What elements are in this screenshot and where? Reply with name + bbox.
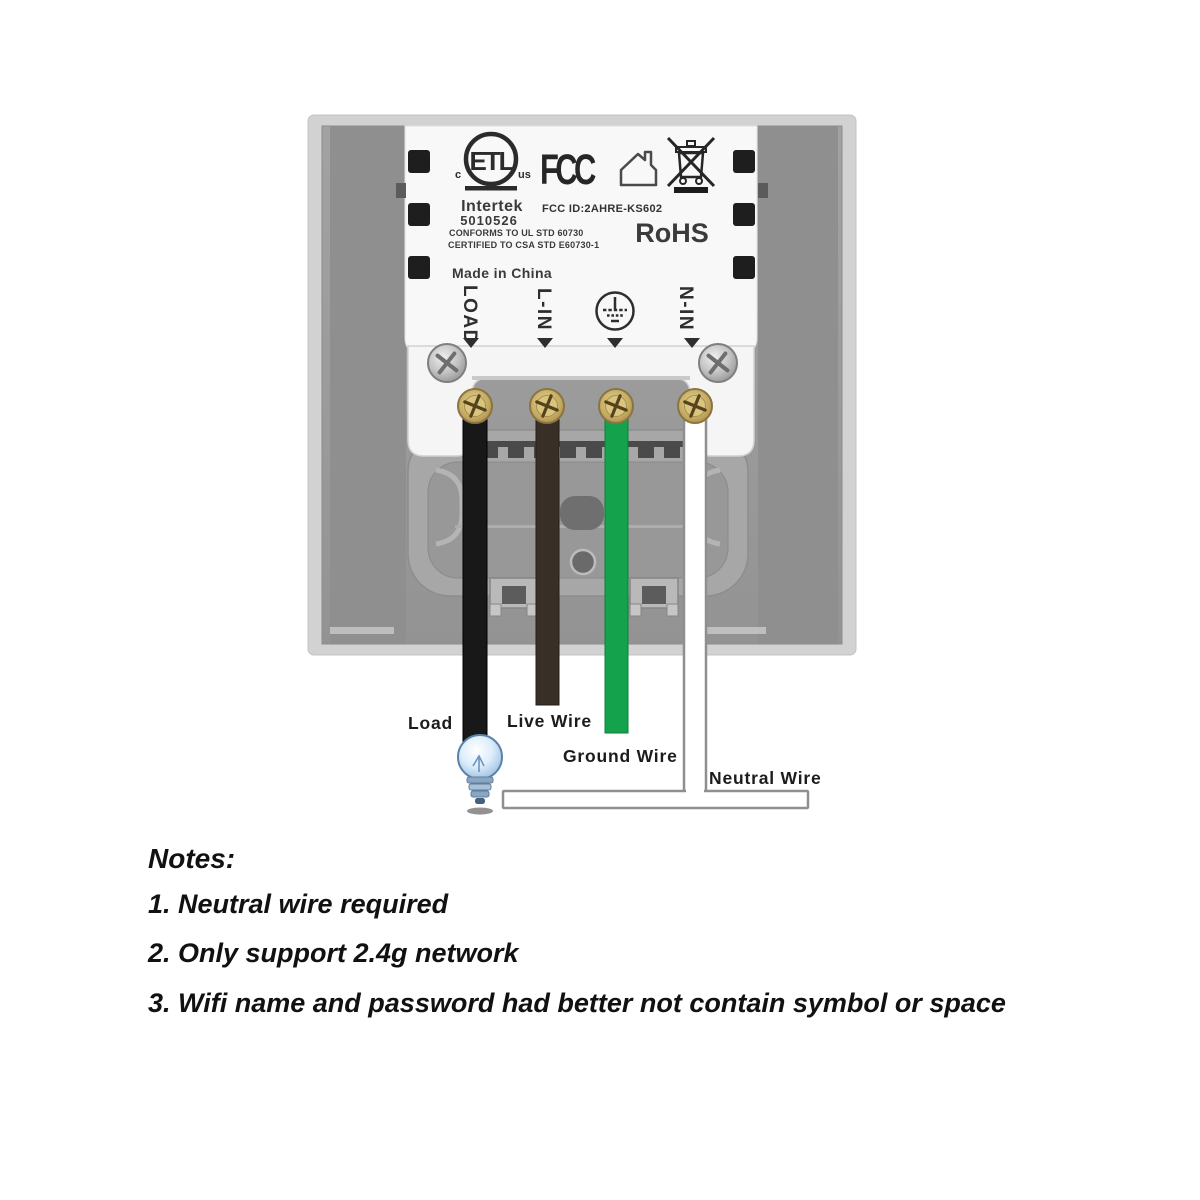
mounting-rail-right	[758, 126, 838, 644]
terminal-label-n-in: N-IN	[675, 286, 696, 331]
plate-highlight-left	[330, 627, 394, 634]
notes-section: Notes: 1. Neutral wire required 2. Only …	[147, 843, 1006, 1018]
module-slot	[408, 203, 430, 226]
terminal-arrow	[463, 338, 479, 348]
terminal-arrow	[537, 338, 553, 348]
bulb-filament	[472, 754, 485, 772]
rail-notch-right	[758, 183, 768, 198]
mounting-rail-left	[330, 126, 406, 644]
wires	[462, 400, 810, 810]
etl-underline	[465, 186, 517, 191]
module-slot	[733, 203, 755, 226]
conformity-line-2: CERTIFIED TO CSA STD E60730-1	[448, 240, 599, 250]
weee-crossed-bin-icon	[666, 136, 716, 193]
plate-highlight-right	[702, 627, 766, 634]
fcc-mark-icon: FCC	[540, 145, 596, 193]
etl-us-label: us	[518, 169, 531, 181]
wire-labels: Load Live Wire Ground Wire Neutral Wire	[408, 711, 822, 788]
terminal-labels: LOAD L-IN N-IN	[459, 285, 700, 348]
body-sculpt-left	[435, 467, 465, 547]
bulb-base-tip	[475, 798, 485, 804]
intertek-label: Intertek	[461, 198, 523, 215]
etl-mark-icon: ETL c us	[455, 131, 531, 191]
module-slot	[733, 256, 755, 279]
bulb-base-ridge	[466, 776, 494, 784]
label-live-wire: Live Wire	[507, 711, 592, 731]
flange-shadow	[472, 376, 690, 380]
terminal-screws	[457, 388, 713, 424]
conformity-line-1: CONFORMS TO UL STD 60730	[449, 228, 584, 238]
rohs-label: RoHS	[635, 218, 709, 248]
module-slot	[408, 256, 430, 279]
terminal-screw	[598, 388, 634, 424]
module-lower-body	[407, 429, 749, 617]
terminal-arrow	[684, 338, 700, 348]
terminal-label-l-in: L-IN	[533, 288, 554, 331]
earth-ground-icon	[595, 291, 635, 331]
light-bulb-icon	[457, 734, 503, 815]
label-ground-wire: Ground Wire	[563, 746, 678, 766]
wire-load	[462, 401, 488, 743]
module-slot	[408, 150, 430, 173]
fcc-id-label: FCC ID:2AHRE-KS602	[542, 203, 662, 215]
label-neutral-wire: Neutral Wire	[709, 768, 822, 788]
origin-label: Made in China	[452, 265, 552, 281]
note-item: 3. Wifi name and password had better not…	[148, 988, 1006, 1018]
body-oval-hole	[560, 496, 604, 530]
etl-c-label: c	[455, 169, 461, 181]
neutral-junction	[686, 789, 704, 794]
mounting-clip	[629, 577, 679, 617]
terminal-arrow	[607, 338, 623, 348]
note-item: 2. Only support 2.4g network	[147, 938, 521, 968]
terminal-screw	[529, 388, 565, 424]
bulb-base-ridge	[470, 790, 490, 798]
body-circle-hole	[569, 548, 597, 576]
etl-number: 5010526	[460, 213, 518, 228]
note-item: 1. Neutral wire required	[148, 889, 449, 919]
etl-logo-text: ETL	[469, 146, 514, 176]
neutral-bus-bar	[501, 789, 810, 810]
bulb-shadow	[467, 807, 493, 815]
label-load: Load	[408, 713, 453, 733]
rail-notch-left	[396, 183, 406, 198]
notes-title: Notes:	[148, 843, 235, 874]
wire-ground	[604, 401, 629, 734]
terminal-screw	[677, 388, 713, 424]
wire-live	[535, 401, 560, 706]
indoor-use-house-icon	[619, 150, 658, 187]
terminal-label-load: LOAD	[459, 285, 480, 345]
module-slot	[733, 150, 755, 173]
mounting-screw-left	[427, 343, 467, 383]
certification-markings: ETL c us Intertek 5010526 FCC FCC ID:2AH…	[448, 131, 716, 281]
mounting-screw-right	[698, 343, 738, 383]
bulb-base-ridge	[468, 783, 492, 791]
terminal-screw	[457, 388, 493, 424]
wire-neutral	[682, 400, 708, 796]
module-slots	[408, 150, 755, 279]
